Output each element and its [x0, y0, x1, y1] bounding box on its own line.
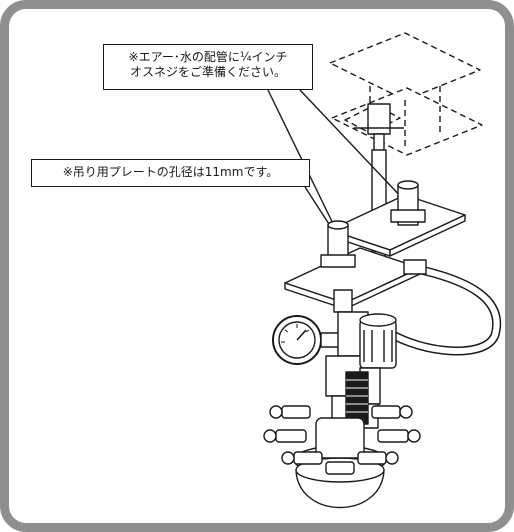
- hanging-plate: [284, 247, 421, 310]
- nozzle-right-top: [371, 405, 413, 419]
- nozzle-right-low: [357, 451, 399, 465]
- spray-nozzle-icon: [263, 405, 421, 509]
- plate-hole-note-callout: ※吊り用プレートの孔径は11mmです。: [31, 159, 310, 187]
- threaded-coupling: [345, 371, 369, 425]
- nozzle-bottom: [325, 461, 355, 475]
- ceiling-beam: [329, 32, 483, 156]
- mount-bolt-right: [390, 180, 426, 226]
- nozzle-left-low: [281, 451, 323, 465]
- beam-clamp: [354, 103, 404, 157]
- nozzle-left-top: [269, 405, 311, 419]
- nozzle-right-mid: [377, 429, 421, 443]
- nozzle-left-mid: [263, 429, 307, 443]
- hose: [377, 259, 502, 356]
- piping-note-callout: ※エアー･水の配管に¼インチ オスネジをご準備ください。: [103, 44, 313, 90]
- mount-bolt-left: [320, 220, 356, 268]
- pressure-gauge-icon: [272, 315, 342, 365]
